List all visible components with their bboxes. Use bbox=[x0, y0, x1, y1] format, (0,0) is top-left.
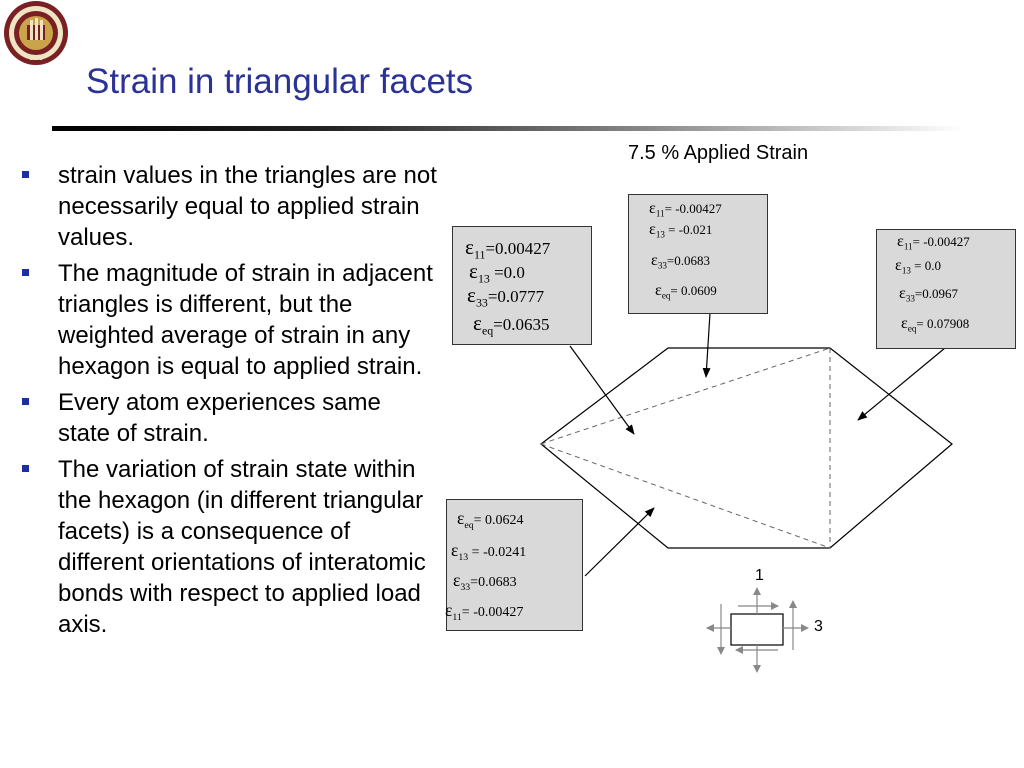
strain-row: ε13 = -0.021 bbox=[649, 220, 713, 240]
strain-row: εeq= 0.07908 bbox=[901, 314, 970, 334]
axis-label-1: 1 bbox=[755, 567, 764, 584]
bullet-square-icon bbox=[22, 171, 29, 178]
axis-label-3: 3 bbox=[814, 618, 823, 635]
strain-box-bottom: εeq= 0.0624 ε13 = -0.0241 ε33=0.0683 ε11… bbox=[445, 499, 583, 631]
strain-row: ε33=0.0777 bbox=[467, 283, 545, 310]
bullet-item: Every atom experiences same state of str… bbox=[22, 387, 437, 449]
bullet-item: The magnitude of strain in adjacent tria… bbox=[22, 258, 437, 382]
pointer-arrow-bottom bbox=[584, 507, 655, 577]
strain-row: ε11=0.00427 bbox=[465, 235, 551, 262]
title-divider bbox=[52, 126, 964, 131]
facet-line-dashed bbox=[540, 443, 831, 549]
load-axis-key-box bbox=[730, 613, 784, 646]
strain-row: ε13 = 0.0 bbox=[895, 256, 942, 276]
figure-caption: 7.5 % Applied Strain bbox=[628, 142, 809, 164]
strain-row: ε11= -0.00427 bbox=[897, 232, 970, 252]
strain-row: ε33=0.0967 bbox=[899, 284, 959, 304]
strain-box-right: ε11= -0.00427 ε13 = 0.0 ε33=0.0967 εeq= … bbox=[876, 229, 1016, 349]
seal-year: 1851 bbox=[29, 56, 43, 62]
strain-row: ε33=0.0683 bbox=[651, 251, 711, 271]
strain-box-left: ε11=0.00427 ε13 =0.0 ε33=0.0777 εeq=0.06… bbox=[452, 226, 592, 345]
strain-row: εeq= 0.0624 bbox=[457, 508, 524, 531]
bullet-square-icon bbox=[22, 269, 29, 276]
strain-row: εeq=0.0635 bbox=[473, 311, 550, 338]
bullet-item: strain values in the triangles are not n… bbox=[22, 160, 437, 253]
bullet-item: The variation of strain state within the… bbox=[22, 454, 437, 640]
bullet-square-icon bbox=[22, 398, 29, 405]
pointer-arrow-right bbox=[857, 347, 946, 421]
strain-row: ε33=0.0683 bbox=[453, 570, 517, 593]
facet-line-dashed bbox=[540, 347, 831, 445]
university-seal-logo: 1851 bbox=[0, 0, 72, 66]
pointer-arrow-left bbox=[569, 345, 635, 435]
strain-box-top: ε11= -0.00427 ε13 = -0.021 ε33=0.0683 εe… bbox=[628, 194, 768, 314]
strain-row: ε13 =0.0 bbox=[469, 259, 525, 286]
slide-title: Strain in triangular facets bbox=[86, 62, 474, 101]
strain-row: εeq= 0.0609 bbox=[655, 281, 717, 301]
strain-row: ε11= -0.00427 bbox=[445, 600, 524, 623]
pointer-arrow-top bbox=[702, 312, 711, 378]
bullet-list: strain values in the triangles are not n… bbox=[22, 160, 437, 645]
bullet-square-icon bbox=[22, 465, 29, 472]
hexagon-outline bbox=[540, 347, 953, 549]
strain-row: ε13 = -0.0241 bbox=[451, 540, 527, 563]
strain-row: ε11= -0.00427 bbox=[649, 199, 722, 219]
